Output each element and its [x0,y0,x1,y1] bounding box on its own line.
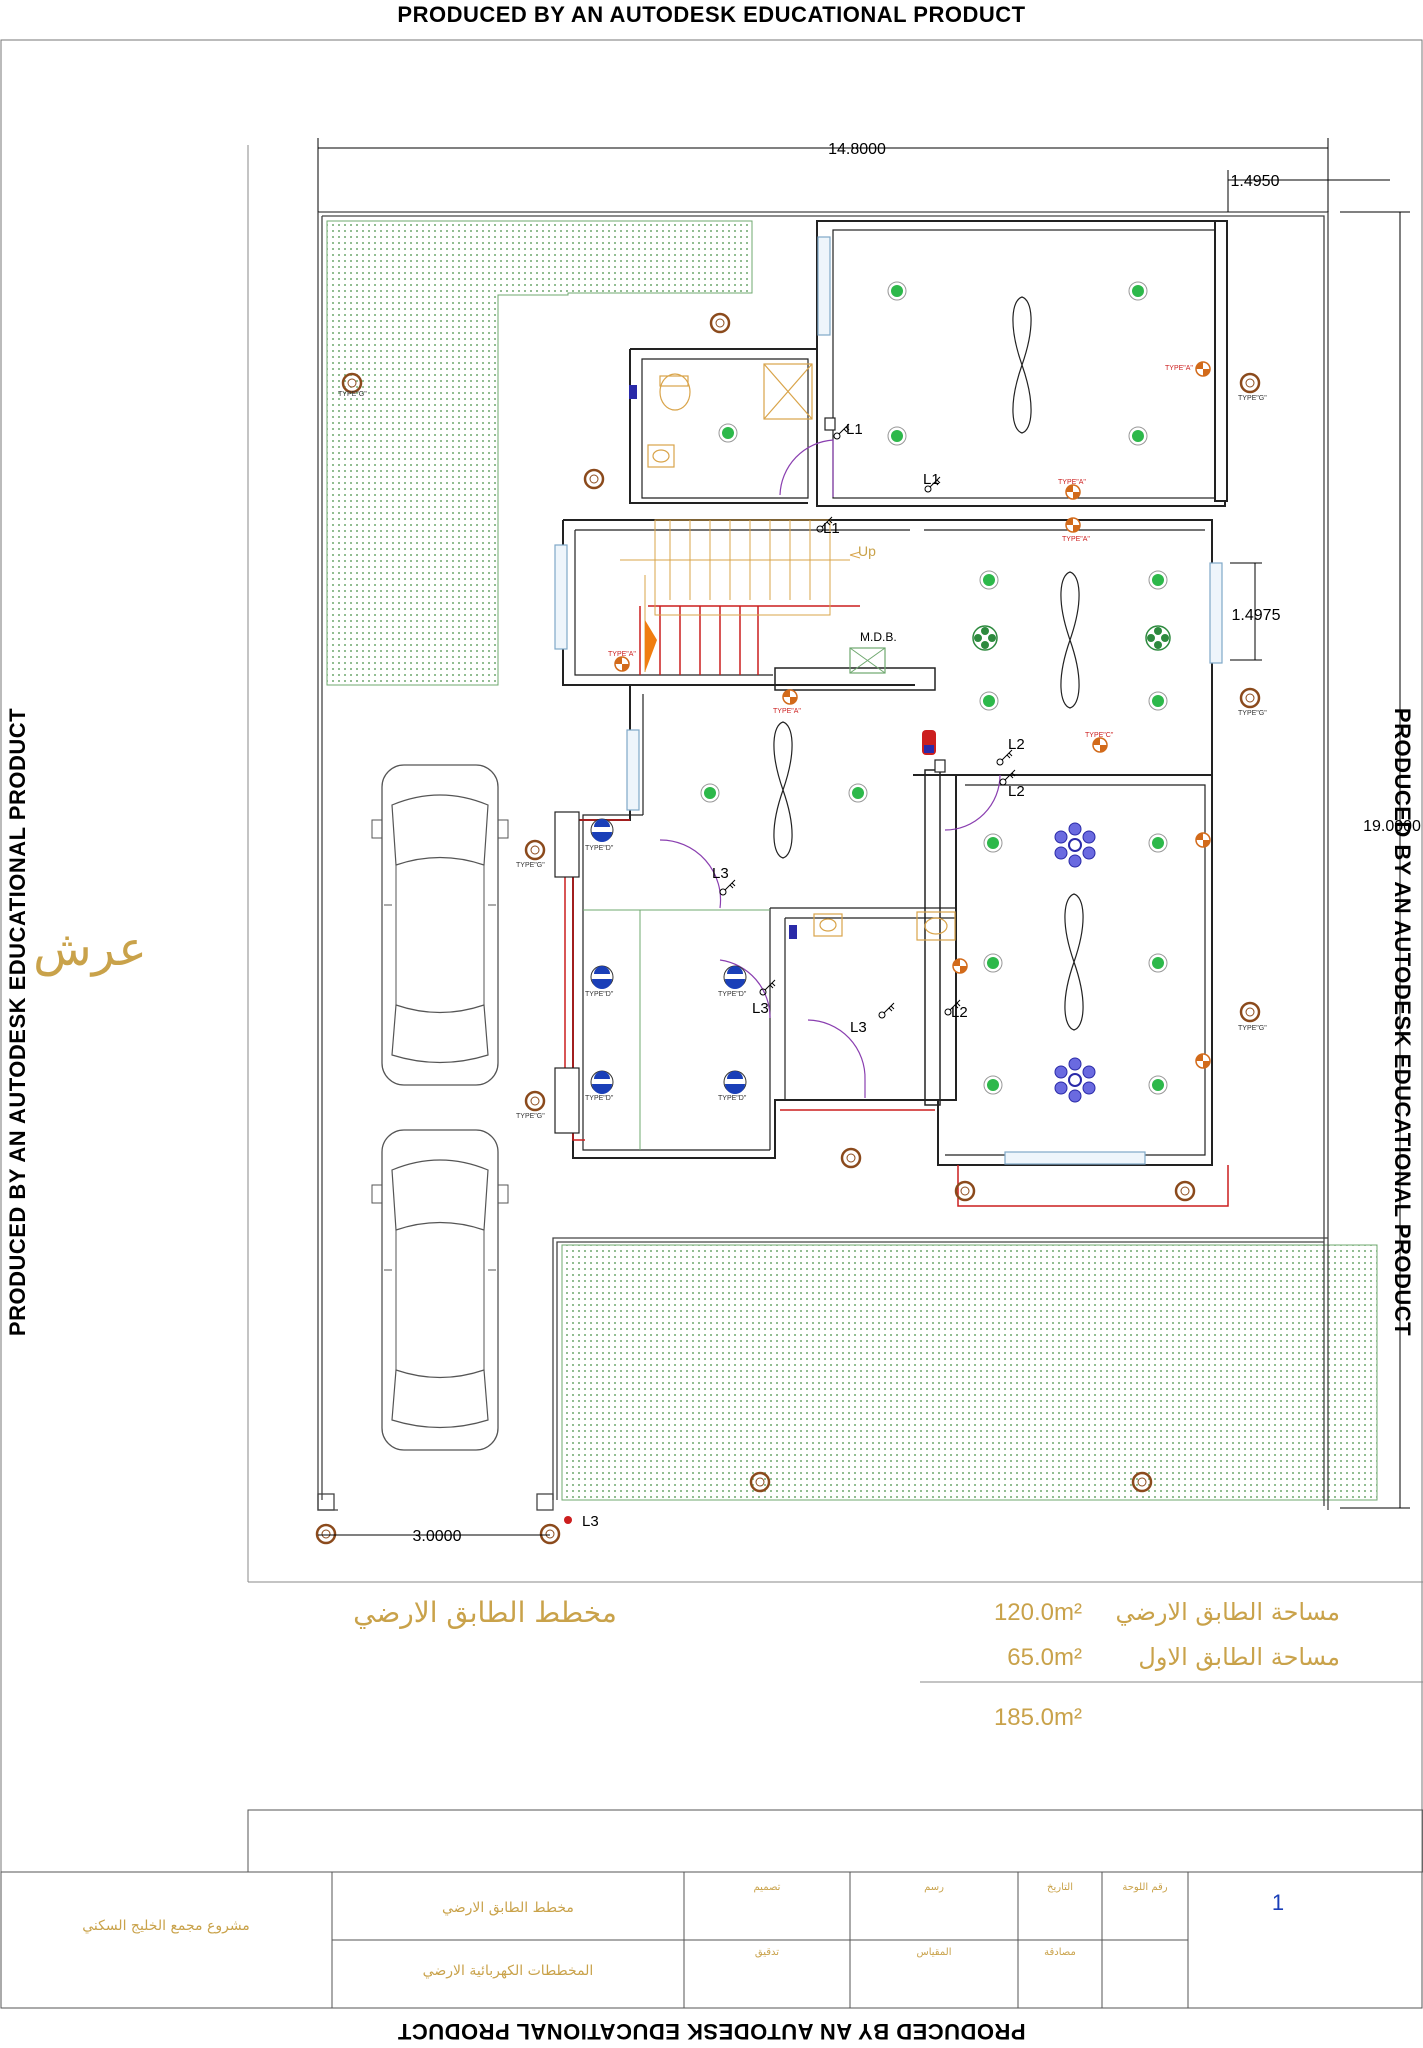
area-total-value: 185.0m² [994,1704,1082,1731]
svg-text:TYPE"A": TYPE"A" [1062,536,1090,543]
tb-sheet-label: رقم اللوحة [1122,1882,1167,1893]
tb-designed: تصميم [754,1882,781,1893]
ceiling-lights [700,281,1168,1095]
smoke-labels: TYPE"A" TYPE"A" TYPE"A" TYPE"A" TYPE"A" … [608,365,1193,739]
svg-text:TYPE"D": TYPE"D" [585,991,614,998]
svg-text:L2: L2 [1008,783,1025,800]
svg-text:TYPE"A": TYPE"A" [773,708,801,715]
tb-sheet-number: 1 [1272,1890,1284,1915]
north-arrow-label: عرش [33,921,147,977]
sanitary-fixtures [647,363,956,941]
title-block [0,1809,1423,2009]
switch-labels: L1 L1 L1 L2 L2 L2 L3 L3 L3 L3 [582,421,1025,1530]
tb-drawing-subtitle: المخططات الكهربائية الارضي [423,1963,594,1979]
washer-icon [629,385,797,939]
svg-text:L3: L3 [752,1000,769,1017]
svg-text:TYPE"G": TYPE"G" [338,391,367,398]
tb-drawing-name: مخطط الطابق الارضي [442,1900,574,1916]
svg-text:TYPE"A": TYPE"A" [1165,365,1193,372]
svg-text:L1: L1 [846,421,863,438]
windows [554,236,1223,1165]
dim-window-width: 1.4975 [1232,607,1281,624]
parked-car-2 [371,1129,509,1451]
svg-text:TYPE"G": TYPE"G" [1238,1025,1267,1032]
svg-text:TYPE"G": TYPE"G" [516,862,545,869]
stair-arrow [645,620,657,672]
dim-parking-width: 3.0000 [413,1528,462,1545]
svg-text:TYPE"C": TYPE"C" [1085,732,1114,739]
building-walls [562,220,1228,1166]
area-ground-label: مساحة الطابق الارضي [1115,1598,1340,1626]
svg-text:TYPE"D": TYPE"D" [585,1095,614,1102]
drawing-frame [0,39,1423,2009]
doors [659,439,1001,1098]
fire-extinguisher-icon [922,730,936,755]
mdb-label: M.D.B. [860,630,897,644]
chandeliers [1054,822,1096,1103]
d-lights [590,818,747,1095]
svg-text:TYPE"G": TYPE"G" [516,1113,545,1120]
dim-overall-depth: 19.0000 [1363,818,1421,835]
dimension-lines [317,138,1410,1536]
svg-text:L1: L1 [923,471,940,488]
smoke-detectors [614,361,1211,1069]
bell-icon [564,1516,572,1524]
svg-text:L2: L2 [951,1004,968,1021]
plot-boundary [317,211,1329,1511]
tb-date: التاريخ [1047,1882,1073,1893]
svg-text:TYPE"G": TYPE"G" [1238,395,1267,402]
svg-text:TYPE"A": TYPE"A" [1058,479,1086,486]
tb-project-name: مشروع مجمع الخليج السكني [82,1918,250,1934]
spotlight-labels: TYPE"G" TYPE"G" TYPE"G" TYPE"G" TYPE"G" … [338,391,1267,1120]
svg-text:TYPE"G": TYPE"G" [1238,710,1267,717]
light-switches [719,423,1016,1019]
svg-text:TYPE"D": TYPE"D" [718,991,747,998]
plan-title: مخطط الطابق الارضي [353,1596,617,1629]
svg-text:L3: L3 [582,1513,599,1530]
dim-overall-width: 14.8000 [828,141,886,158]
svg-text:L3: L3 [850,1019,867,1036]
stair-up-label: Up [858,543,876,559]
tb-checked: تدقيق [755,1947,779,1958]
garden-north [326,220,753,686]
svg-text:L3: L3 [712,865,729,882]
decor-fixtures [972,625,1171,651]
door-jambs [554,417,946,1134]
red-lines [564,605,1229,1207]
watermark-top: PRODUCED BY AN AUTODESK EDUCATIONAL PROD… [397,2,1026,27]
tb-drawn: رسم [924,1882,944,1893]
svg-text:L2: L2 [1008,736,1025,753]
svg-text:TYPE"A": TYPE"A" [608,651,636,658]
d-light-labels: TYPE"D" TYPE"D" TYPE"D" TYPE"D" TYPE"D" [585,845,747,1102]
tb-scale: المقياس [917,1947,952,1958]
area-first-label: مساحة الطابق الاول [1138,1643,1340,1671]
parked-car-1 [371,764,509,1086]
mdb-cross [849,647,886,674]
area-ground-value: 120.0m² [994,1599,1082,1626]
garden-south [561,1244,1378,1501]
dim-right-setback: 1.4950 [1231,173,1280,190]
svg-text:TYPE"D": TYPE"D" [585,845,614,852]
mdb-box [849,647,886,674]
svg-text:L1: L1 [823,520,840,537]
area-first-value: 65.0m² [1007,1644,1082,1671]
svg-text:TYPE"D": TYPE"D" [718,1095,747,1102]
tb-approved: مصادقة [1044,1947,1076,1958]
